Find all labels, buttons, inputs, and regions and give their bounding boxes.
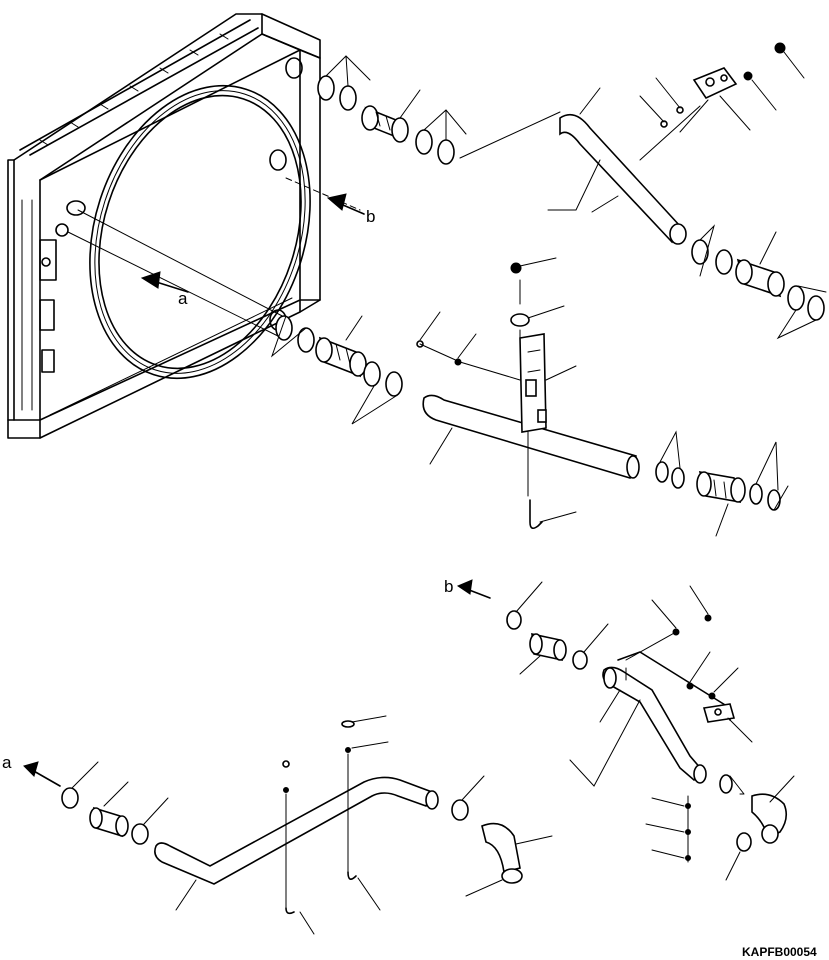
drawing-code: KAPFB00054 [742,945,817,959]
label-a-top: a [178,289,188,308]
detail-a-group: a [2,715,553,935]
detail-b-group: b [444,577,795,881]
radiator-centerlines [67,177,361,339]
middle-hose-set [270,257,789,537]
label-b-detail: b [444,577,453,596]
upper-hose-set [317,42,827,340]
arrow-b-top: b [326,193,375,226]
label-a-detail: a [2,753,12,772]
radiator-assembly [7,13,321,439]
label-b-top: b [366,207,375,226]
arrow-a-top: a [140,271,189,308]
